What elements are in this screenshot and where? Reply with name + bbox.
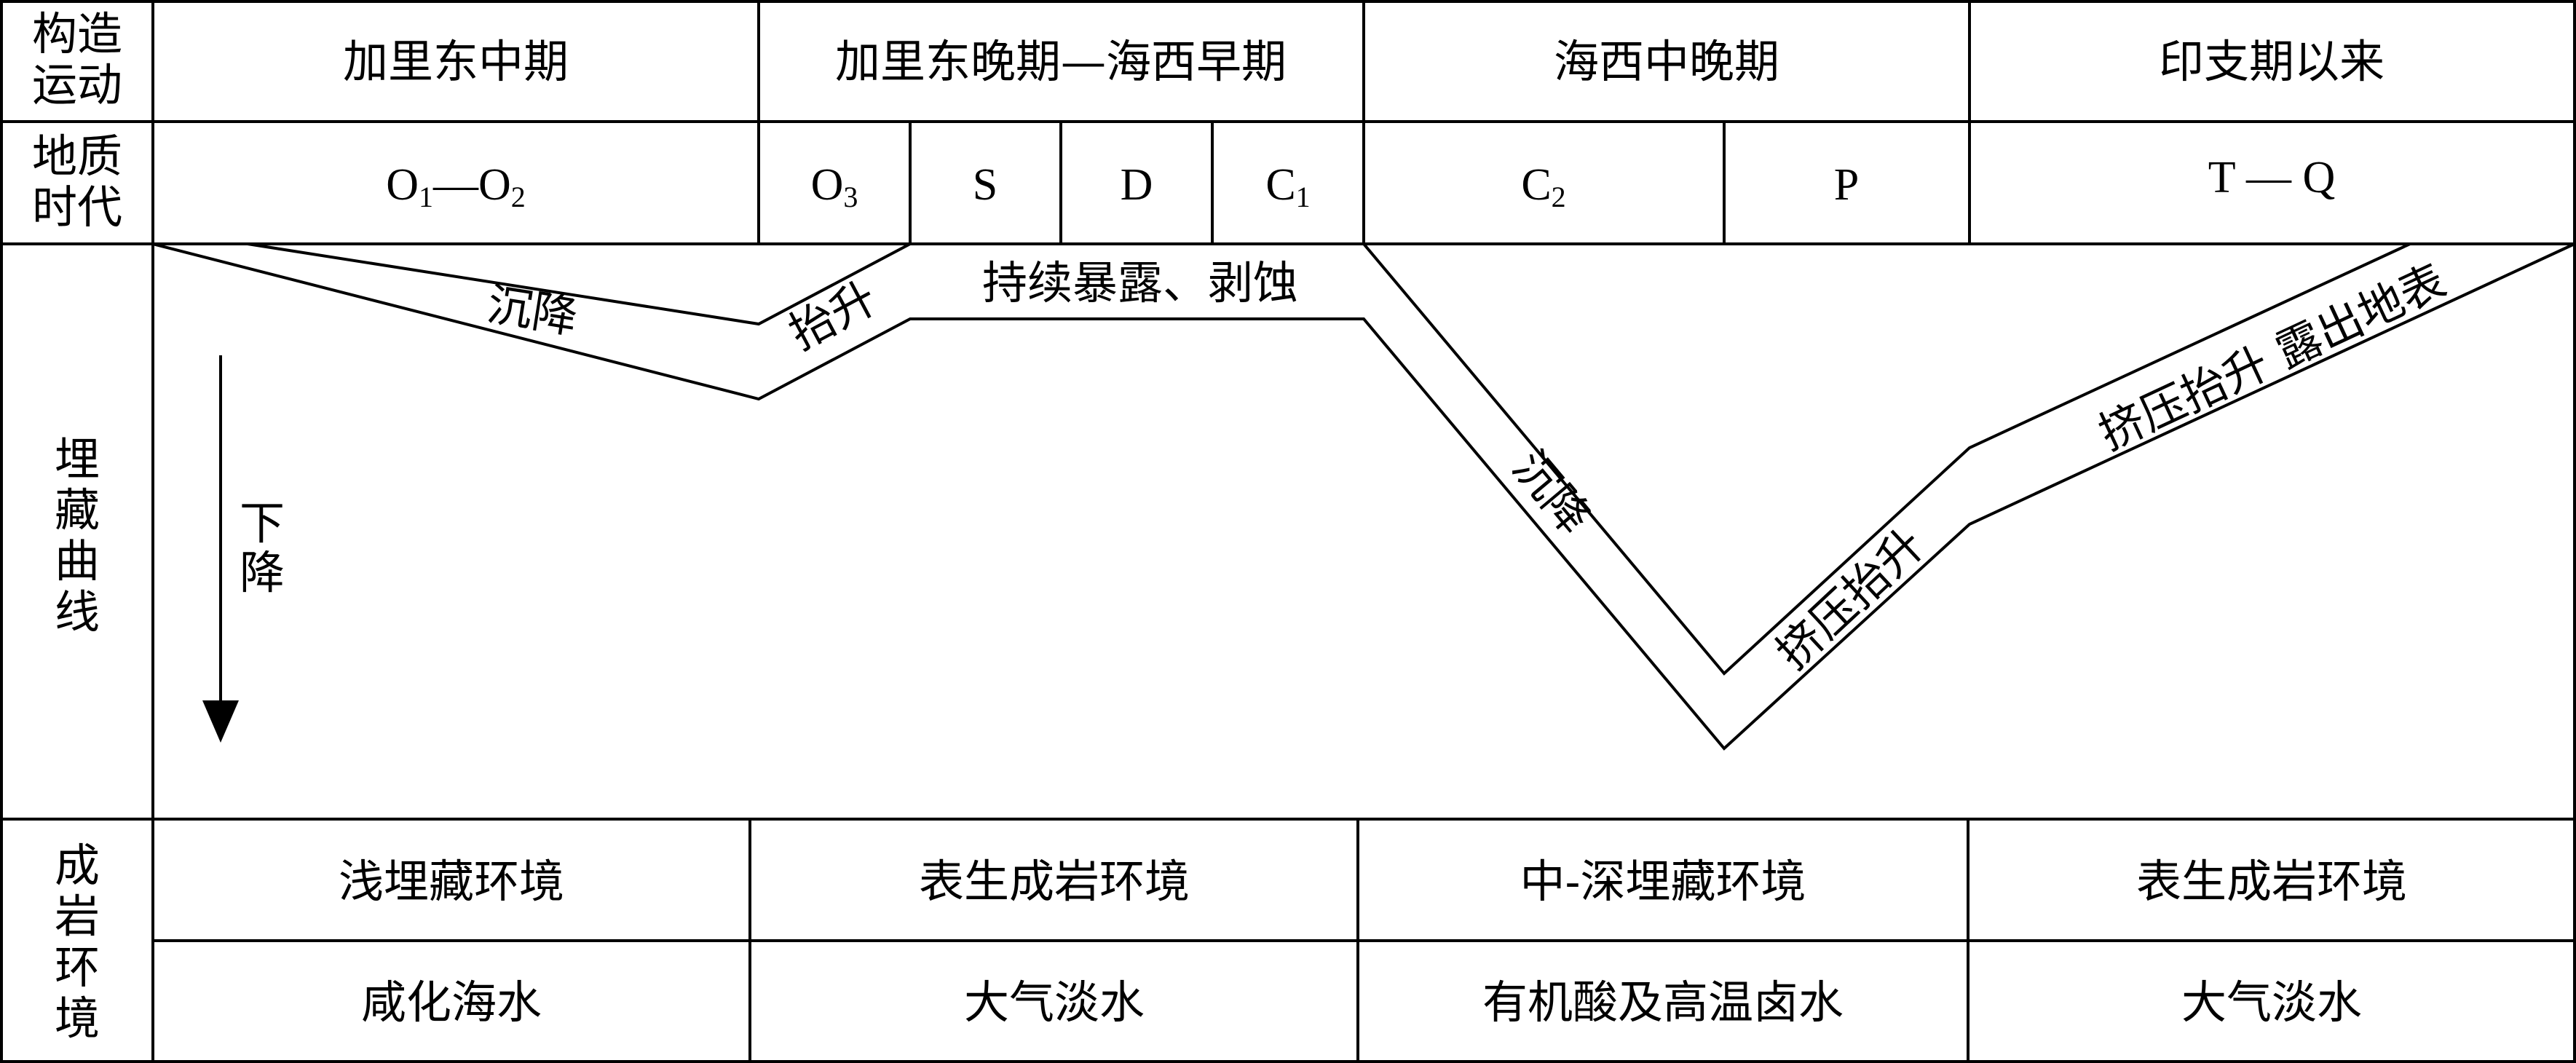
row-header-diagenetic-char4: 境: [55, 992, 100, 1045]
period-o2-sub: 2: [511, 181, 526, 213]
period-o3: O3: [811, 160, 858, 213]
period-o1-sub: 1: [419, 181, 433, 213]
label-compression-uplift-exposure: 挤压抬升 露出地表: [2091, 253, 2454, 460]
burial-curve: [152, 242, 2575, 751]
row-header-period-line2: 时代: [32, 181, 122, 234]
period-c2-sub: 2: [1552, 181, 1566, 213]
period-d: D: [1121, 160, 1153, 210]
period-c2: C2: [1521, 160, 1565, 213]
arrow-label-char1: 下: [240, 497, 285, 550]
subsidence-arrow: 下 降: [202, 355, 285, 743]
period-c1: C1: [1265, 160, 1310, 213]
period-s: S: [973, 160, 997, 210]
row-header-diagenetic-char3: 环: [55, 941, 100, 994]
period-o1-o2-dash: —: [432, 160, 479, 210]
tectonic-caledonian-late-hercynian-early: 加里东晚期—海西早期: [835, 35, 1287, 88]
fluid-meteoric-water-2: 大气淡水: [2181, 976, 2362, 1029]
burial-curve-lower-line: [152, 242, 2575, 751]
arrow-head-icon: [202, 700, 239, 743]
tectonic-hercynian-middle-late: 海西中晚期: [1554, 35, 1779, 88]
fluid-meteoric-water-1: 大气淡水: [964, 976, 1145, 1029]
period-t-q: T — Q: [2208, 153, 2336, 202]
row-header-tectonic-line2: 运动: [32, 58, 122, 111]
row-header-burial-char1: 埋: [55, 432, 100, 486]
row-header-diagenetic-char2: 岩: [55, 890, 100, 943]
row-header-tectonic: 构造 运动: [32, 7, 122, 111]
label-exposure-erosion: 持续暴露、剥蚀: [982, 256, 1298, 309]
label-compression-uplift: 挤压抬升: [1766, 518, 1935, 680]
row-header-burial: 埋 藏 曲 线: [55, 432, 100, 639]
period-o3-sub: 3: [843, 181, 858, 213]
env-supergene-1: 表生成岩环境: [919, 855, 1190, 908]
row-header-period-line1: 地质: [32, 130, 122, 183]
row-header-diagenetic-char1: 成: [55, 839, 100, 892]
row-header-burial-char2: 藏: [55, 483, 100, 537]
env-supergene-2: 表生成岩环境: [2136, 855, 2407, 908]
tectonic-indosinian-since: 印支期以来: [2159, 35, 2385, 88]
period-o3-letter: O: [811, 160, 844, 210]
row-header-burial-char3: 曲: [55, 534, 100, 588]
row-header-diagenetic: 成 岩 环 境: [55, 839, 100, 1045]
period-p: P: [1834, 160, 1859, 210]
label-subsidence-1: 沉降: [483, 277, 581, 344]
row-header-burial-char4: 线: [55, 585, 100, 639]
period-o2-letter: O: [478, 160, 511, 210]
period-o1-o2: O1—O2: [386, 160, 526, 213]
period-o1-letter: O: [386, 160, 419, 210]
period-c2-letter: C: [1521, 160, 1551, 210]
fluid-saline-seawater: 咸化海水: [361, 976, 542, 1029]
env-middle-deep-burial: 中-深埋藏环境: [1520, 855, 1806, 908]
label-subsidence-2: 沉降: [1503, 440, 1602, 544]
fluid-organic-acid-brine: 有机酸及高温卤水: [1482, 976, 1844, 1029]
env-shallow-burial: 浅埋藏环境: [339, 855, 564, 908]
period-c1-sub: 1: [1296, 181, 1311, 213]
row-header-period: 地质 时代: [32, 130, 122, 234]
period-c1-letter: C: [1265, 160, 1295, 210]
arrow-label-char2: 降: [240, 546, 285, 599]
row-header-tectonic-line1: 构造: [32, 7, 122, 60]
burial-curve-upper-line: [247, 242, 2411, 676]
tectonic-caledonian-middle: 加里东中期: [343, 35, 569, 88]
